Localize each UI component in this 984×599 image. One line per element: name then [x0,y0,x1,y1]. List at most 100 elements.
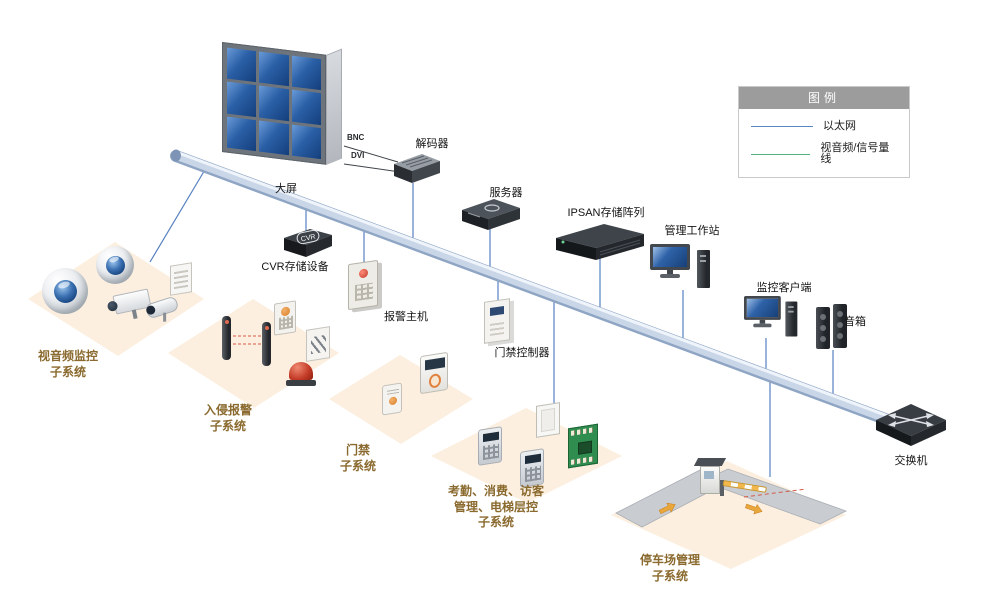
alarm-keypad-device[interactable] [274,300,300,338]
switch-icon [876,404,946,446]
speaker-box [816,307,830,349]
alarm-host-label: 报警主机 [384,311,428,323]
alarm-host-panel [348,259,378,311]
ipsan-icon [556,224,644,260]
terminal-screen [483,431,499,443]
keypad-icon [274,300,296,336]
backbone-cable [170,149,910,432]
decoder-icon [394,154,440,183]
big-screen-label: 大屏 [275,183,297,195]
video-subsystem-label: 视音频监控 子系统 [37,349,98,379]
camera-lens [53,279,77,303]
door-controller-device[interactable] [484,298,520,348]
door-controller-label: 门禁控制器 [494,347,550,359]
controller-board[interactable] [568,423,602,470]
ir-beam-tower-right[interactable] [262,322,274,368]
dvi-cable [343,163,401,173]
fingerprint-terminal-icon [420,351,448,395]
wall-screen [291,89,321,125]
wall-screen [227,116,257,152]
monitor-stand [759,319,766,324]
enclosure-icon [536,402,560,438]
dome-camera-large[interactable] [42,268,90,316]
fingerprint-sensor [429,372,441,389]
legend-label-av-signal: 视音频/信号量线 [820,142,890,165]
workstation-device[interactable] [650,244,710,296]
strobe-base [286,380,316,386]
bullet-camera[interactable] [144,295,180,326]
beam-tower-icon [262,322,271,366]
workstation-monitor [650,244,690,278]
alarm-keypad [355,282,373,302]
ipsan-device[interactable] [554,222,646,264]
dvi-label: DVI [351,151,365,160]
video-wall-front [222,42,326,165]
monitor-screen [650,244,690,270]
alarm-host-device[interactable] [348,259,388,314]
guard-booth [700,466,720,494]
ir-beam-tower-left[interactable] [222,316,234,362]
fingerprint-terminal[interactable] [420,351,452,396]
parking-arrow-left [658,502,676,515]
camera-lens [105,255,125,275]
speaker-box [833,304,847,348]
dome-camera-icon [96,246,134,284]
ipsan-label: IPSAN存储阵列 [567,207,645,219]
terminal-screen [425,357,445,371]
client-tower [785,301,798,337]
client-monitor [744,296,781,328]
strobe-siren[interactable] [286,362,318,388]
legend-title: 图例 [739,87,909,109]
dome-camera-icon [42,268,88,314]
terminal-keypad [483,443,499,461]
speaker-label: 音箱 [844,316,866,328]
legend-row-ethernet: 以太网 [751,121,897,132]
wall-screen [259,51,289,87]
cvr-device[interactable]: CVR [282,226,334,260]
server-label: 服务器 [489,187,523,199]
client-label: 监控客户端 [756,282,812,294]
video-wall-side [326,48,342,165]
terminal-screen [525,453,541,465]
switch-device[interactable] [872,394,950,450]
elevator-control-box[interactable] [536,402,564,440]
wall-screen [291,55,321,91]
wall-panel[interactable] [170,262,196,298]
speaker-device[interactable] [816,304,858,354]
video-cables [343,145,401,173]
video-wall-device[interactable] [220,32,350,172]
client-device[interactable] [744,296,798,342]
monitor-base [660,274,680,278]
attendance-terminal-1[interactable] [478,426,506,468]
strobe-dome-icon [289,362,313,380]
workstation-label: 管理工作站 [664,225,720,237]
card-reader-icon [382,382,402,416]
monitor-screen [744,296,781,320]
pcb-icon [568,423,598,469]
legend: 图例 以太网 视音频/信号量线 [738,86,910,178]
workstation-tower [697,250,710,288]
alarm-led-icon [359,268,368,279]
cvr-badge: CVR [300,234,316,244]
parking-sensor-line [743,488,807,498]
wall-screen [227,47,257,83]
monitor-base [753,323,772,328]
wall-screen [291,124,321,160]
booth-roof [693,458,727,466]
legend-body: 以太网 视音频/信号量线 [739,109,909,177]
barrier-pole [720,480,724,496]
terminal-keypad [525,465,541,483]
beam-tower-icon [222,316,231,360]
server-device[interactable] [460,194,522,234]
alarm-sounder[interactable] [306,326,334,364]
decoder-device[interactable] [392,150,442,186]
bullet-camera-icon [144,295,180,320]
dome-camera-small[interactable] [96,246,136,286]
wall-screen [259,120,289,156]
server-icon [462,199,520,230]
bnc-label: BNC [347,133,365,142]
card-reader[interactable] [382,382,406,418]
sounder-icon [306,326,330,362]
parking-gate[interactable] [692,450,772,520]
